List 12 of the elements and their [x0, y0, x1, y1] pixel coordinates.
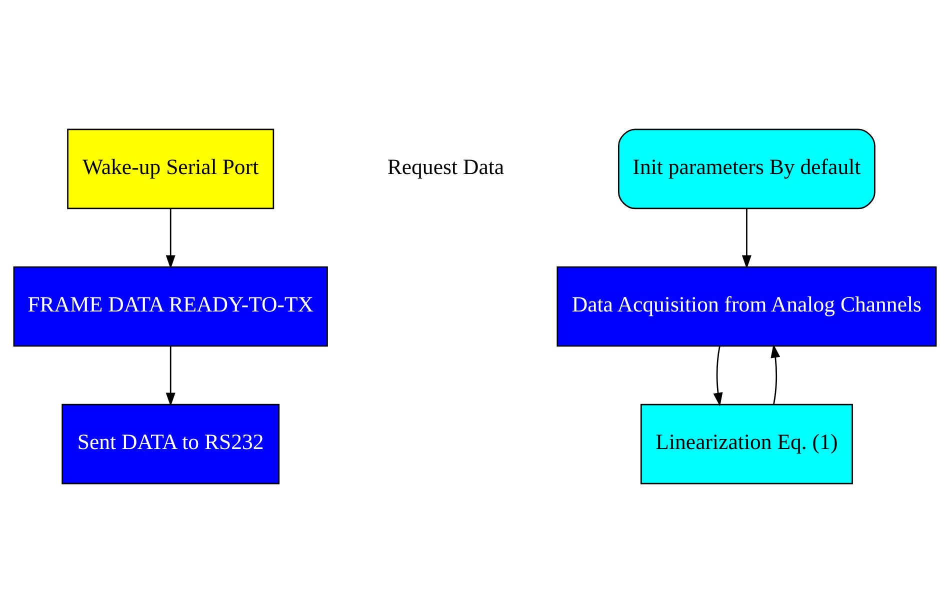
arrow — [770, 344, 780, 404]
node-box: Wake-up Serial Port — [67, 128, 274, 210]
arrow — [166, 208, 176, 269]
node-box: FRAME DATA READY-TO-TX — [13, 266, 328, 347]
node-box: Sent DATA to RS232 — [62, 404, 280, 484]
arrow — [166, 346, 176, 406]
node-box: Linearization Eq. (1) — [640, 404, 853, 484]
arrow — [742, 208, 752, 269]
label: Request Data — [387, 155, 504, 180]
node-box: Init parameters By default — [618, 128, 876, 210]
node-box: Data Acquisition from Analog Channels — [556, 266, 937, 347]
arrow — [713, 346, 723, 406]
